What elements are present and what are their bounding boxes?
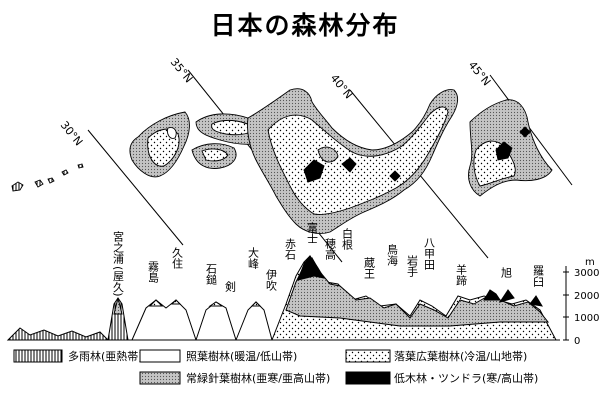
elevation-axis: [563, 266, 569, 341]
peak-label-miyanoura: 宮之浦: [112, 230, 125, 265]
band-evergreen-broadleaf: [131, 299, 197, 341]
latitude-label-30: 30°N: [58, 119, 86, 149]
peak-yakushima-shape: [107, 297, 129, 341]
peak-labels: 宮之浦 (屋久) 霧島 久住 石鎚 剣 大峰 伊吹 赤石 富士 穂高 白根 蔵王…: [112, 221, 545, 297]
peak-label-asahi: 旭: [500, 266, 513, 279]
peak-label-chokai: 鳥海: [386, 243, 399, 267]
elevation-tick-2000: 2000: [574, 291, 599, 302]
legend-swatch-rainforest: [13, 349, 63, 363]
peak-label-fuji: 富士: [306, 221, 319, 244]
peak-label-rausu: 羅臼: [532, 265, 545, 288]
peak-label-hakkoda: 八甲田: [423, 237, 436, 270]
peak-label-tsurugi: 剣: [224, 281, 237, 293]
latitude-label-40: 40°N: [328, 72, 356, 102]
peak-label-zao: 蔵王: [363, 257, 376, 279]
legend-swatch-tundra: [345, 371, 391, 385]
band-subalpine-conifer: [285, 257, 550, 327]
latitude-label-35: 35°N: [168, 56, 196, 86]
peak-label-ishizuchi: 石鎚: [205, 263, 218, 285]
band-alpine-tundra: [297, 255, 326, 281]
legend-swatch-conifer: [139, 371, 181, 385]
peak-label-yotei: 羊蹄: [455, 263, 468, 286]
band-rainforest: [6, 327, 110, 341]
elevation-tick-1000: 1000: [574, 313, 599, 324]
legend-swatch-evergreen-broadleaf: [139, 349, 181, 363]
legend-label-deciduous: 落葉広葉樹林(冷温/山地帯): [394, 349, 527, 363]
legend-swatch-deciduous: [345, 349, 391, 363]
legend: 多雨林(亜熱帯) 照葉樹林(暖温/低山帯) 落葉広葉樹林(冷温/山地帯) 常緑針…: [13, 349, 538, 385]
page-title: 日本の森林分布: [210, 11, 400, 40]
peak-label-akaishi: 赤石: [284, 238, 297, 260]
elevation-unit: m: [585, 257, 595, 268]
elevation-tick-3000: 3000: [574, 268, 599, 279]
latitude-line-30: [87, 129, 184, 246]
peak-label-yakushima: (屋久): [112, 266, 125, 297]
peak-label-shirane: 白根: [341, 227, 354, 251]
legend-label-rainforest: 多雨林(亜熱帯): [68, 349, 143, 363]
elevation-tick-0: 0: [574, 336, 580, 347]
peak-label-hotaka: 穂高: [324, 237, 337, 261]
legend-label-conifer: 常緑針葉樹林(亜寒/亜高山帯): [186, 371, 330, 385]
peak-label-omine: 大峰: [247, 246, 260, 269]
peak-label-ibuki: 伊吹: [265, 269, 278, 292]
japan-map: [11, 88, 553, 235]
latitude-label-45: 45°N: [466, 59, 494, 89]
nansei-islands: [11, 163, 84, 192]
legend-label-tundra: 低木林・ツンドラ(寒/高山帯): [394, 371, 538, 385]
peak-label-kuju: 久住: [171, 247, 184, 269]
peak-label-kirishima: 霧島: [147, 261, 160, 284]
peak-label-iwate: 岩手: [406, 254, 419, 278]
latitude-line-45: [489, 74, 573, 186]
elevation-profile: [6, 255, 560, 341]
legend-label-evergreen-broadleaf: 照葉樹林(暖温/低山帯): [186, 349, 297, 363]
